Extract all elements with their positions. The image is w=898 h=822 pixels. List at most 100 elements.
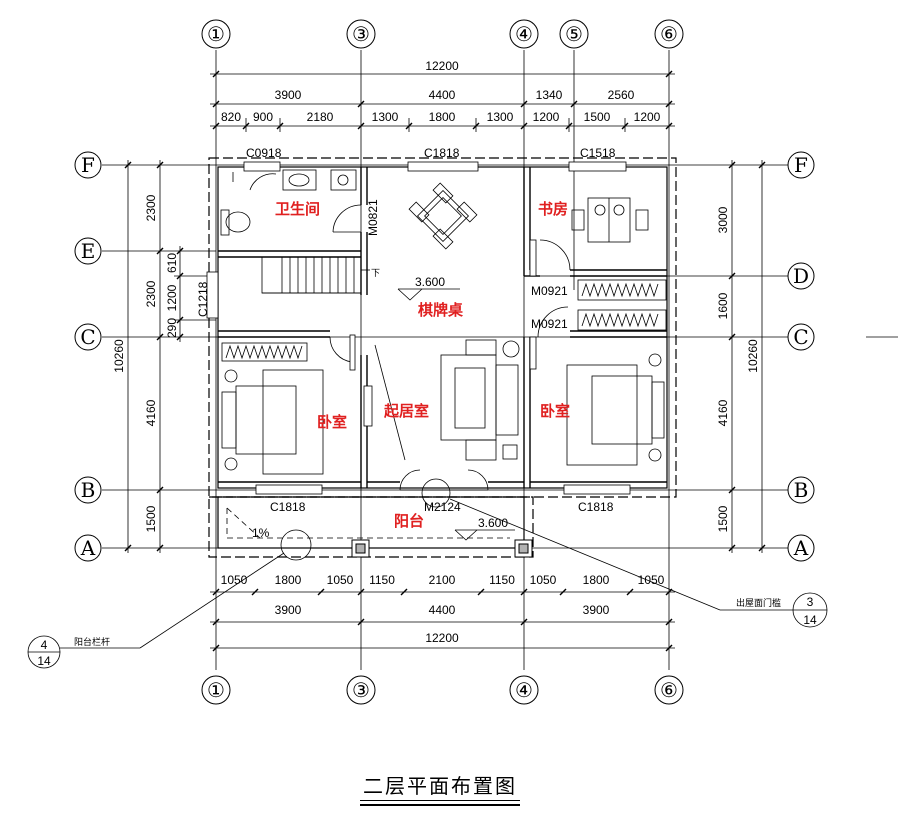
slope-label: 1% — [252, 526, 270, 540]
detail-left-label: 阳台栏杆 — [74, 636, 110, 648]
floor-level: 3.600 — [415, 275, 445, 289]
balcony-level: 3.600 — [478, 516, 508, 530]
dim-bottom: 3900 — [275, 603, 302, 617]
balcony-columns — [351, 539, 533, 558]
dim-bottom: 1050 — [221, 573, 248, 587]
code-window: C0918 — [246, 146, 282, 160]
dim-top: 1800 — [429, 110, 456, 124]
code-door: M2124 — [424, 500, 461, 514]
dim-right: 1500 — [716, 505, 730, 532]
dim-top: 1500 — [584, 110, 611, 124]
dim-right: 4160 — [716, 399, 730, 426]
left-dim-lines — [124, 160, 216, 553]
study-desk — [571, 197, 649, 243]
dim-top: 1300 — [487, 110, 514, 124]
axis-label: ⑥ — [660, 678, 678, 702]
wardrobes — [221, 279, 667, 362]
dim-bottom: 1050 — [638, 573, 665, 587]
room-living: 起居室 — [383, 402, 429, 420]
detail-right-sheet: 14 — [803, 613, 817, 627]
dim-top: 820 — [221, 110, 241, 124]
dim-top: 4400 — [429, 88, 456, 102]
row-label: A — [793, 536, 809, 560]
room-bedroom-left: 卧室 — [317, 413, 347, 431]
dim-left: 2300 — [144, 194, 158, 221]
dim-bottom: 3900 — [583, 603, 610, 617]
row-label: B — [794, 478, 809, 502]
code-window: C1818 — [270, 500, 306, 514]
dim-bottom: 1050 — [327, 573, 354, 587]
axis-label: ⑤ — [565, 22, 583, 46]
axis-label: ① — [207, 678, 225, 702]
detail-right-num: 3 — [807, 595, 814, 609]
code-door: M0921 — [531, 284, 568, 298]
row-label: C — [793, 325, 808, 349]
drawing-title-text: 二层平面布置图 — [363, 774, 517, 798]
dim-top: 1300 — [372, 110, 399, 124]
dim-top: 3900 — [275, 88, 302, 102]
dim-bottom: 1050 — [530, 573, 557, 587]
axis-label: ③ — [352, 678, 370, 702]
dim-total-bottom: 12200 — [425, 631, 459, 645]
top-dim-lines — [210, 70, 675, 132]
drawing-title: 二层平面布置图 — [360, 770, 520, 806]
room-bathroom: 卫生间 — [275, 200, 320, 218]
code-door: M0821 — [366, 199, 380, 236]
dim-left: 1500 — [144, 505, 158, 532]
code-door: M0921 — [531, 317, 568, 331]
sofa-set — [440, 339, 520, 461]
row-label: F — [794, 153, 808, 177]
dim-left: 1200 — [165, 284, 179, 311]
dim-top: 2560 — [608, 88, 635, 102]
dim-bottom: 1800 — [275, 573, 302, 587]
dim-bottom: 2100 — [429, 573, 456, 587]
stair-down-label: 下 — [371, 269, 380, 279]
detail-right-label: 出屋面门槛 — [736, 597, 781, 609]
dim-left: 4160 — [144, 399, 158, 426]
detail-left-sheet: 14 — [37, 654, 51, 668]
detail-callouts — [27, 478, 828, 669]
room-bedroom-right: 卧室 — [540, 402, 570, 420]
dim-total-right: 10260 — [746, 339, 760, 373]
grid-bottom: ① ③ ④ ⑥ — [201, 675, 684, 705]
axis-label: ④ — [515, 678, 533, 702]
mahjong-table — [408, 182, 478, 250]
dim-right: 3000 — [716, 206, 730, 233]
dim-left: 2300 — [144, 280, 158, 307]
room-balcony: 阳台 — [394, 512, 424, 530]
dim-top: 1200 — [533, 110, 560, 124]
level-markers — [397, 288, 515, 541]
dim-bottom: 1800 — [583, 573, 610, 587]
row-label: E — [81, 239, 96, 263]
axis-label: ① — [207, 22, 225, 46]
stair — [261, 256, 370, 294]
dim-total-top: 12200 — [425, 59, 459, 73]
axis-label: ③ — [352, 22, 370, 46]
code-window: C1818 — [578, 500, 614, 514]
room-mahjong: 棋牌桌 — [418, 301, 464, 319]
dim-right: 1600 — [716, 292, 730, 319]
dim-bottom: 1150 — [369, 573, 395, 587]
windows — [206, 161, 631, 495]
beds — [221, 353, 665, 475]
dim-top: 900 — [253, 110, 273, 124]
code-window: C1518 — [580, 146, 616, 160]
balcony-railing — [226, 507, 510, 539]
detail-left-num: 4 — [41, 638, 48, 652]
dim-top: 1200 — [634, 110, 661, 124]
dim-top: 2180 — [307, 110, 334, 124]
grid-rows: F E C B A F D C B A — [74, 151, 815, 562]
dim-top: 1340 — [536, 88, 563, 102]
code-window: C1218 — [196, 281, 210, 317]
bathroom-fixtures — [220, 169, 357, 236]
right-dim-lines — [728, 160, 898, 553]
row-label: C — [80, 325, 95, 349]
row-label: A — [80, 536, 96, 560]
axis-label: ④ — [515, 22, 533, 46]
code-window: C1818 — [424, 146, 460, 160]
axis-label: ⑥ — [660, 22, 678, 46]
doors — [249, 173, 571, 491]
direction-line — [374, 344, 406, 461]
row-label: B — [81, 478, 96, 502]
